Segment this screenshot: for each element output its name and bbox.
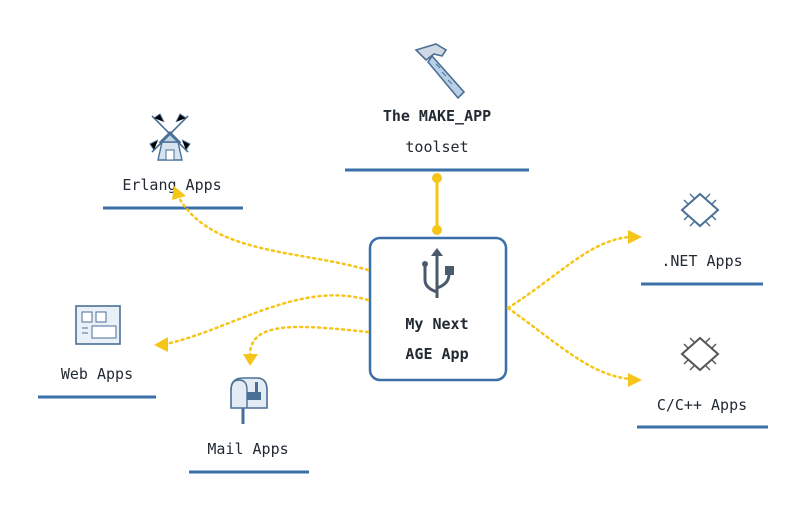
puzzle-piece-icon	[680, 192, 720, 228]
web-label: Web Apps	[61, 365, 133, 383]
web-page-icon	[75, 305, 121, 345]
center-box[interactable]	[368, 236, 508, 382]
flow-arrow-mail	[243, 325, 370, 366]
mail-label: Mail Apps	[207, 440, 288, 458]
cpp-label: C/C++ Apps	[657, 396, 747, 414]
flow-arrow-cpp	[506, 306, 642, 387]
toolset-title: The MAKE_APP	[383, 107, 491, 125]
flow-arrow-dotnet	[506, 230, 642, 310]
erlang-label: Erlang Apps	[122, 176, 221, 194]
toolset-connector	[432, 173, 442, 235]
dotnet-label: .NET Apps	[661, 252, 742, 270]
hammer-icon	[414, 43, 466, 100]
toolset-subtitle: toolset	[405, 138, 468, 156]
mailbox-icon	[230, 377, 268, 424]
windmill-icon	[149, 113, 191, 161]
flow-arrow-web	[154, 294, 370, 352]
flow-arrow-erlang	[172, 186, 370, 272]
center-title-line2: AGE App	[405, 345, 468, 363]
center-title-line1: My Next	[405, 315, 468, 333]
puzzle-piece-icon	[680, 336, 720, 372]
usb-trident-icon	[422, 248, 454, 298]
